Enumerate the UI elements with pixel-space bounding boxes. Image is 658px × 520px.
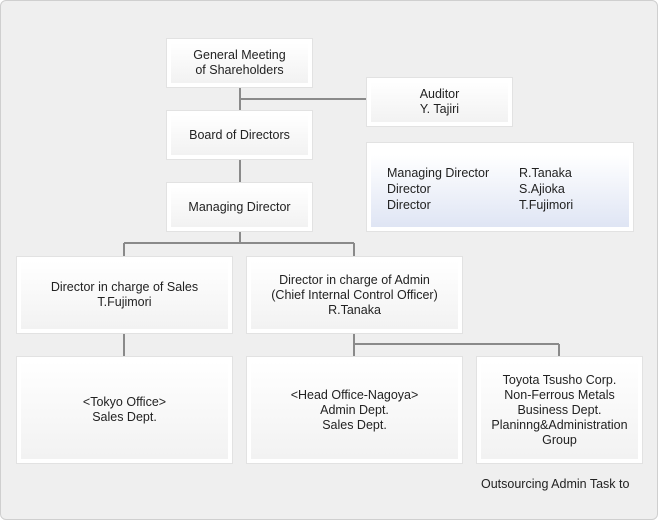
board-member-row: Director S.Ajioka bbox=[387, 182, 565, 196]
managing-director-box: Managing Director bbox=[166, 182, 313, 232]
board-members-box: Managing Director R.Tanaka Director S.Aj… bbox=[366, 142, 634, 232]
director-sales-box: Director in charge of Sales T.Fujimori bbox=[16, 256, 233, 334]
board-of-directors-box: Board of Directors bbox=[166, 110, 313, 160]
board-member-row: Managing Director R.Tanaka bbox=[387, 166, 572, 180]
auditor-box: Auditor Y. Tajiri bbox=[366, 77, 513, 127]
tokyo-office-box: <Tokyo Office> Sales Dept. bbox=[16, 356, 233, 464]
head-office-box: <Head Office-Nagoya> Admin Dept. Sales D… bbox=[246, 356, 463, 464]
general-meeting-box: General Meeting of Shareholders bbox=[166, 38, 313, 88]
board-member-row: Director T.Fujimori bbox=[387, 198, 574, 212]
director-admin-box: Director in charge of Admin (Chief Inter… bbox=[246, 256, 463, 334]
outsourcing-note: Outsourcing Admin Task to bbox=[481, 477, 630, 491]
toyota-tsusho-box: Toyota Tsusho Corp. Non-Ferrous Metals B… bbox=[476, 356, 643, 464]
